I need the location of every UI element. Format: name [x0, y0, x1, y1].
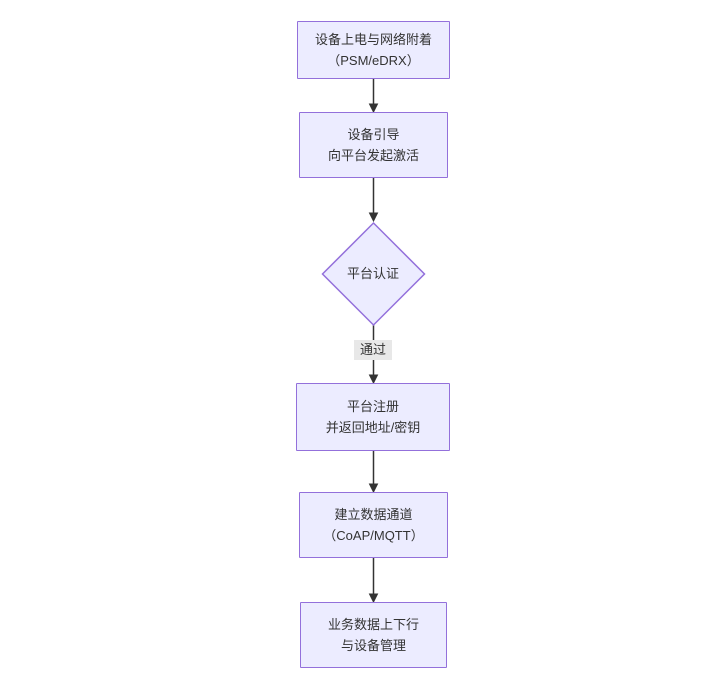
node-bootstrap: 设备引导 向平台发起激活	[299, 112, 448, 178]
decision-diamond-shape	[321, 221, 426, 327]
node-data-channel: 建立数据通道 （CoAP/MQTT）	[299, 492, 448, 558]
node-data-channel-line2: （CoAP/MQTT）	[323, 528, 424, 543]
node-data-channel-line1: 建立数据通道	[334, 507, 413, 522]
edge-bootstrap-to-auth	[368, 178, 379, 223]
node-register: 平台注册 并返回地址/密钥	[296, 383, 450, 451]
edge-power-to-bootstrap	[368, 79, 379, 114]
edge-label-pass: 通过	[354, 340, 392, 360]
node-power-attach: 设备上电与网络附着 （PSM/eDRX）	[297, 21, 450, 79]
node-platform-auth-label: 平台认证	[346, 266, 399, 281]
node-power-attach-line1: 设备上电与网络附着	[314, 32, 432, 47]
node-business: 业务数据上下行 与设备管理	[300, 602, 447, 668]
node-power-attach-line2: （PSM/eDRX）	[327, 53, 420, 68]
node-register-line2: 并返回地址/密钥	[325, 420, 421, 435]
node-bootstrap-line1: 设备引导	[347, 127, 400, 142]
node-bootstrap-line2: 向平台发起激活	[327, 148, 419, 163]
node-business-line2: 与设备管理	[340, 638, 406, 653]
node-business-line1: 业务数据上下行	[327, 617, 419, 632]
edge-channel-to-business	[368, 558, 379, 604]
edge-register-to-channel	[368, 451, 379, 494]
node-register-line1: 平台注册	[346, 399, 399, 414]
